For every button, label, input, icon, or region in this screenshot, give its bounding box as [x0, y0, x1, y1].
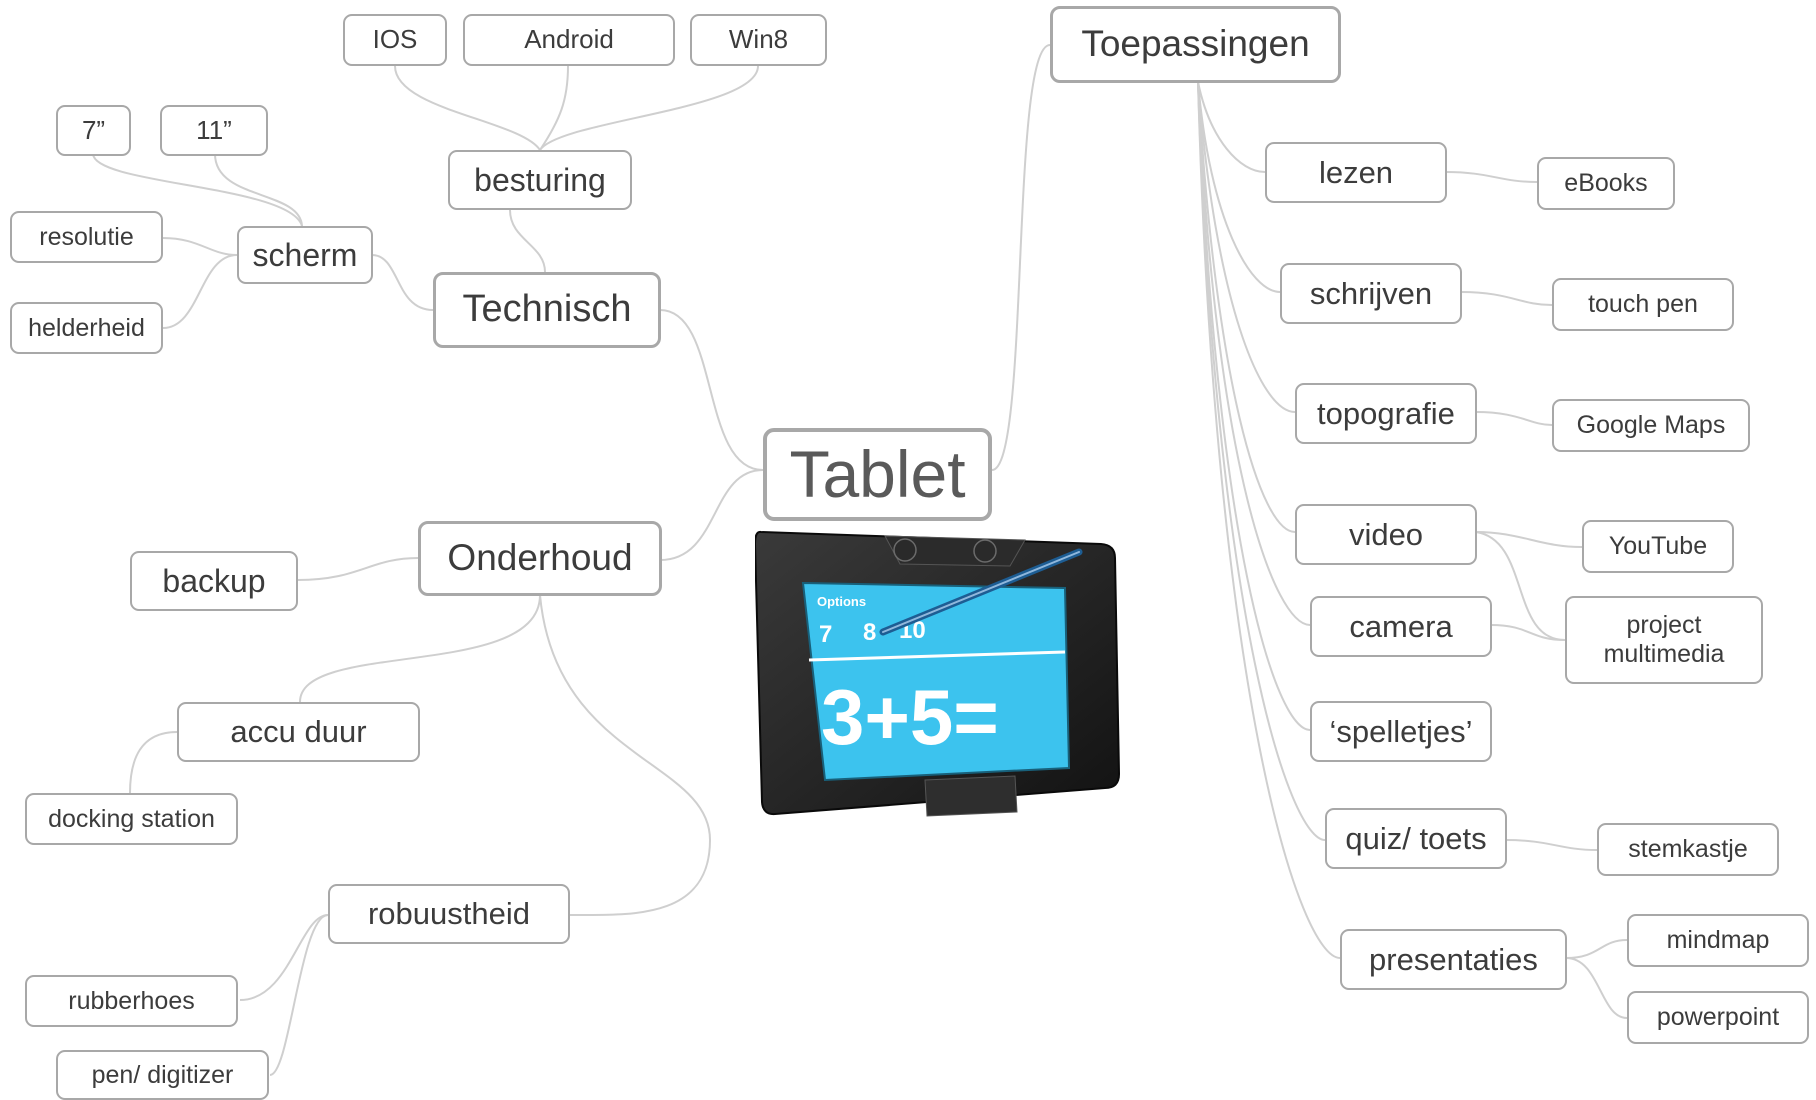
link-tablet-technisch	[659, 309, 764, 471]
node-spelletjes[interactable]: ‘spelletjes’	[1310, 701, 1492, 762]
link-toep-quiz	[1197, 81, 1326, 841]
link-toep-video	[1197, 81, 1296, 533]
link-presentaties-mindmap	[1565, 939, 1628, 959]
node-backup[interactable]: backup	[130, 551, 298, 611]
link-tablet-onderhoud	[659, 469, 764, 561]
link-lezen-ebooks	[1445, 171, 1538, 183]
link-schrijven-touchpen	[1460, 291, 1553, 306]
node-onderhoud[interactable]: Onderhoud	[418, 521, 662, 596]
link-quiz-stemkastje	[1505, 839, 1598, 851]
node-win8[interactable]: Win8	[690, 14, 827, 66]
node-accu-duur[interactable]: accu duur	[177, 702, 420, 762]
link-besturing-win8	[539, 65, 759, 151]
link-besturing-ios	[394, 65, 541, 151]
node-ebooks[interactable]: eBooks	[1537, 157, 1675, 210]
link-presentaties-powerpoint	[1565, 957, 1628, 1019]
node-lezen[interactable]: lezen	[1265, 142, 1447, 203]
link-toep-presentaties	[1197, 81, 1341, 959]
screen-options-label: Options	[817, 594, 866, 609]
link-technisch-besturing	[509, 209, 546, 273]
link-video-project	[1475, 531, 1566, 641]
node-docking-station[interactable]: docking station	[25, 793, 238, 845]
link-scherm-11	[214, 153, 303, 227]
link-robuustheid-rubberhoes	[239, 914, 329, 1001]
node-topografie[interactable]: topografie	[1295, 383, 1477, 444]
node-presentaties[interactable]: presentaties	[1340, 929, 1567, 990]
node-android[interactable]: Android	[463, 14, 675, 66]
node-project-multimedia[interactable]: project multimedia	[1565, 596, 1763, 684]
node-11-inch[interactable]: 11”	[160, 105, 268, 156]
link-toep-spelletjes	[1197, 81, 1311, 731]
link-toep-schrijven	[1197, 81, 1281, 293]
node-ios[interactable]: IOS	[343, 14, 447, 66]
link-scherm-resolutie	[162, 237, 238, 256]
node-powerpoint[interactable]: powerpoint	[1627, 991, 1809, 1044]
link-tablet-toepassingen	[991, 44, 1051, 471]
link-scherm-7	[92, 153, 303, 227]
tablet-camera-left	[893, 538, 917, 562]
screen-option-8: 8	[863, 619, 876, 646]
tablet-screen-divider	[808, 650, 1066, 662]
node-quiz-toets[interactable]: quiz/ toets	[1325, 808, 1507, 869]
node-camera[interactable]: camera	[1310, 596, 1492, 657]
node-pen-digitizer[interactable]: pen/ digitizer	[56, 1050, 269, 1100]
link-besturing-android	[539, 65, 569, 151]
node-schrijven[interactable]: schrijven	[1280, 263, 1462, 324]
node-touch-pen[interactable]: touch pen	[1552, 278, 1734, 331]
tablet-illustration: Options 7 8 10 3+5=	[755, 530, 1121, 817]
node-mindmap[interactable]: mindmap	[1627, 914, 1809, 967]
link-accu-docking	[129, 731, 178, 794]
node-video[interactable]: video	[1295, 504, 1477, 565]
screen-equation: 3+5=	[821, 673, 999, 761]
link-toep-lezen	[1197, 81, 1266, 173]
node-youtube[interactable]: YouTube	[1582, 520, 1734, 573]
link-toep-camera	[1197, 81, 1311, 626]
root-node-tablet[interactable]: Tablet	[763, 428, 992, 521]
node-helderheid[interactable]: helderheid	[10, 302, 163, 354]
link-robuustheid-pen	[269, 914, 329, 1076]
link-video-youtube	[1475, 531, 1583, 548]
link-onderhoud-accu	[299, 594, 541, 703]
link-scherm-helderheid	[162, 254, 238, 329]
node-toepassingen[interactable]: Toepassingen	[1050, 6, 1341, 83]
link-onderhoud-backup	[297, 557, 419, 581]
link-topografie-maps	[1475, 411, 1553, 426]
node-rubberhoes[interactable]: rubberhoes	[25, 975, 238, 1027]
link-technisch-scherm	[371, 254, 434, 311]
node-technisch[interactable]: Technisch	[433, 272, 661, 348]
screen-option-7: 7	[819, 621, 832, 648]
node-scherm[interactable]: scherm	[237, 226, 373, 284]
node-resolutie[interactable]: resolutie	[10, 211, 163, 263]
node-7-inch[interactable]: 7”	[56, 105, 131, 156]
tablet-screen	[801, 581, 1071, 782]
link-onderhoud-robuustheid	[539, 594, 712, 917]
node-google-maps[interactable]: Google Maps	[1552, 399, 1750, 452]
node-stemkastje[interactable]: stemkastje	[1597, 823, 1779, 876]
link-toep-topografie	[1197, 81, 1296, 413]
tablet-home-panel	[924, 775, 1018, 817]
tablet-camera-right	[973, 539, 997, 563]
node-robuustheid[interactable]: robuustheid	[328, 884, 570, 944]
node-besturing[interactable]: besturing	[448, 150, 632, 210]
link-camera-project	[1490, 624, 1566, 641]
